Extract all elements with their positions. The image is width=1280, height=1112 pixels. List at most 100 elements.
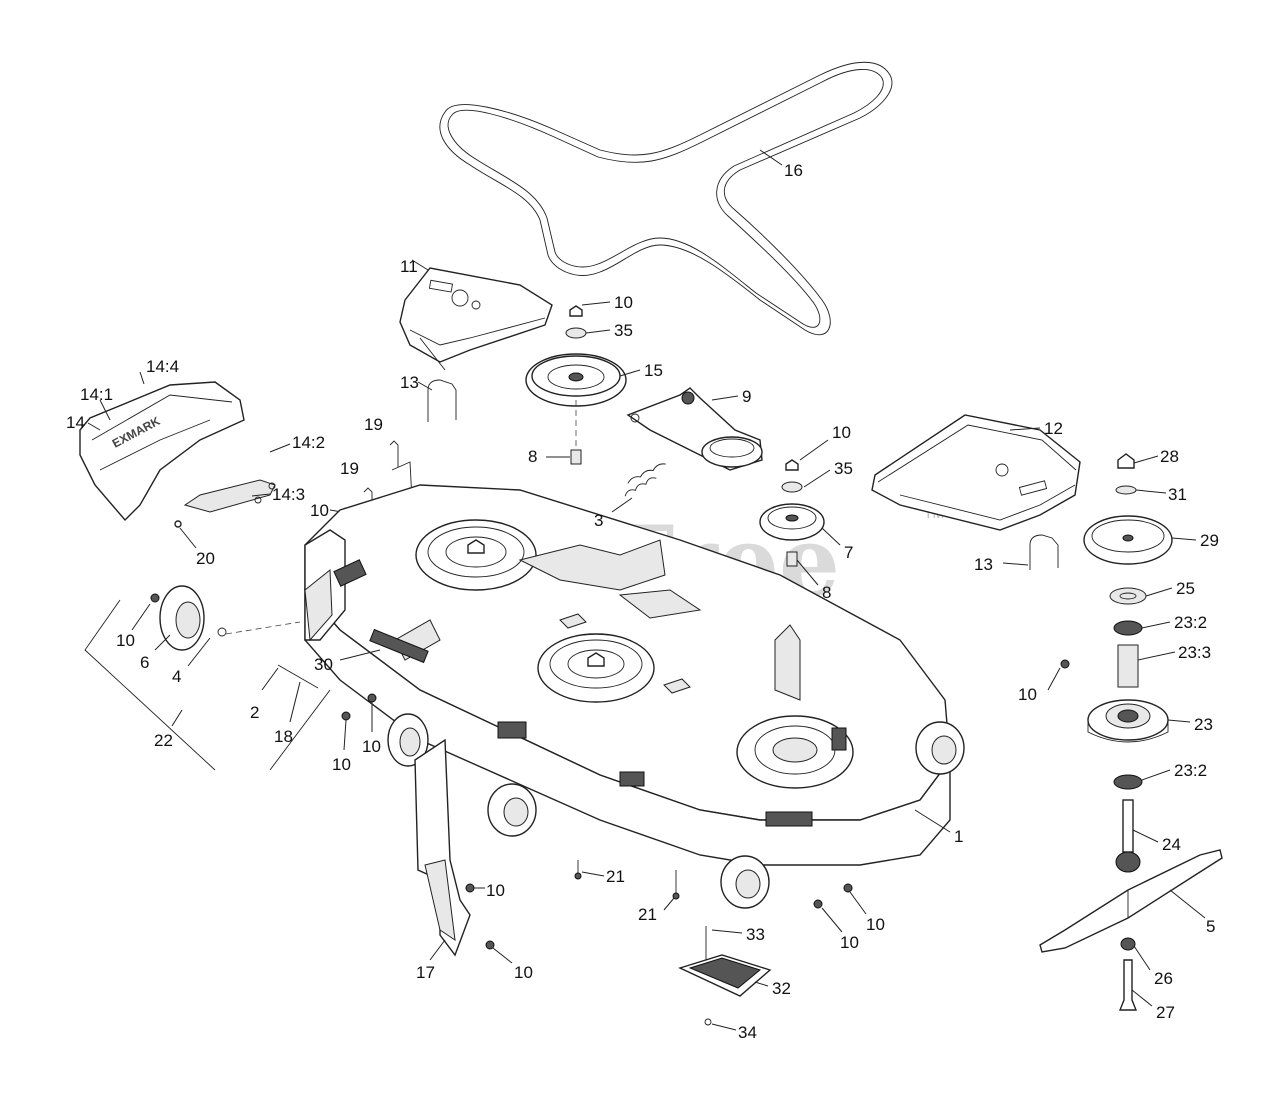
leader-35a	[585, 329, 611, 334]
belt-cover-12-drawing	[871, 414, 1081, 531]
leader-26	[1133, 945, 1151, 971]
bracket-17-drawing	[414, 738, 495, 957]
leader-14_2	[269, 443, 291, 453]
leader-4	[187, 637, 211, 667]
callout-23-2: 23:2	[1174, 613, 1207, 632]
leader-23_2a	[1141, 621, 1171, 629]
leader-8b	[796, 559, 819, 586]
leader-2	[261, 667, 279, 691]
pulley-7-drawing	[759, 459, 825, 567]
callout-10b: 10	[310, 501, 329, 520]
foot-pad-32-drawing	[678, 926, 772, 1026]
callout-14: 14	[66, 413, 85, 432]
callout-13b: 13	[974, 555, 993, 574]
callout-10h: 10	[486, 881, 505, 900]
leader-10d	[1047, 667, 1061, 691]
callout-33: 33	[746, 925, 765, 944]
leader-14_4	[139, 371, 145, 385]
leader-10a	[581, 301, 611, 306]
leader-29	[1171, 537, 1197, 541]
callout-10i: 10	[514, 963, 533, 982]
callout-29: 29	[1200, 531, 1219, 550]
callout-24: 24	[1162, 835, 1181, 854]
callout-13: 13	[400, 373, 419, 392]
leader-25	[1145, 587, 1173, 597]
leader-34	[711, 1023, 737, 1031]
leader-23_2b	[1141, 769, 1171, 781]
leader-10f	[343, 719, 347, 751]
callout-20: 20	[196, 549, 215, 568]
callout-23-3: 23:3	[1178, 643, 1211, 662]
leader-20	[179, 527, 197, 549]
callout-10f: 10	[332, 755, 351, 774]
callout-10c: 10	[832, 423, 851, 442]
callout-3: 3	[594, 511, 603, 530]
callout-19: 19	[364, 415, 383, 434]
callout-1: 1	[954, 827, 963, 846]
pin-18-drawing	[277, 664, 319, 689]
leader-10i	[492, 947, 513, 964]
leader-10j	[821, 907, 843, 933]
bolt-19b-drawing	[363, 487, 373, 500]
leader-30	[339, 649, 381, 661]
callout-23-2b: 23:2	[1174, 761, 1207, 780]
wheel-6-drawing	[84, 585, 331, 771]
leader-7	[821, 527, 841, 546]
callout-28: 28	[1160, 447, 1179, 466]
leader-21b	[663, 897, 675, 911]
callout-21: 21	[606, 867, 625, 886]
callout-8: 8	[528, 447, 537, 466]
callout-16: 16	[784, 161, 803, 180]
leader-16	[759, 149, 783, 166]
leader-10k	[849, 891, 867, 915]
callout-11: 11	[400, 257, 418, 276]
leader-21a	[581, 871, 605, 877]
leader-15	[619, 369, 641, 377]
callout-14-3: 14:3	[272, 485, 305, 504]
callout-30: 30	[314, 655, 333, 674]
leader-23	[1167, 719, 1191, 723]
callout-4: 4	[172, 667, 181, 686]
callout-8b: 8	[822, 583, 831, 602]
leader-14	[87, 422, 101, 431]
leader-3	[611, 497, 633, 513]
leader-31	[1135, 489, 1167, 494]
callout-10k: 10	[866, 915, 885, 934]
mower-deck-1-drawing	[304, 484, 965, 909]
callout-25: 25	[1176, 579, 1195, 598]
callout-19b: 19	[340, 459, 359, 478]
leader-22	[171, 709, 183, 727]
callout-14-2: 14:2	[292, 433, 325, 452]
leader-14_1	[99, 399, 111, 421]
callout-34: 34	[738, 1023, 757, 1042]
callout-10: 10	[614, 293, 633, 312]
leader-33	[711, 929, 743, 934]
callout-14-4: 14:4	[146, 357, 179, 376]
leader-27	[1131, 989, 1153, 1007]
leader-11	[411, 259, 429, 271]
callout-27: 27	[1156, 1003, 1175, 1022]
leader-13a	[417, 381, 433, 391]
leader-10c	[799, 439, 829, 461]
callout-5: 5	[1206, 917, 1215, 936]
callout-9: 9	[742, 387, 751, 406]
callout-10d: 10	[1018, 685, 1037, 704]
spindle-23-drawing	[1039, 453, 1223, 1011]
rod-13a-drawing	[427, 379, 457, 422]
callout-26: 26	[1154, 969, 1173, 988]
callout-14-1: 14:1	[80, 385, 113, 404]
leader-35b	[803, 469, 831, 488]
callout-23: 23	[1194, 715, 1213, 734]
front-cover-14-drawing: EXMARK	[79, 381, 276, 528]
callout-10g: 10	[362, 737, 381, 756]
leader-28	[1133, 455, 1159, 464]
belt-cover-11-drawing	[399, 267, 553, 371]
bolt-19a-drawing	[389, 440, 399, 467]
idler-arm-9-drawing	[624, 387, 763, 497]
callout-12: 12	[1044, 419, 1063, 438]
rod-13b-drawing	[1029, 534, 1059, 570]
callout-7: 7	[844, 543, 853, 562]
leader-18	[289, 681, 301, 723]
leader-23_3	[1137, 651, 1176, 661]
callout-22: 22	[154, 731, 173, 750]
